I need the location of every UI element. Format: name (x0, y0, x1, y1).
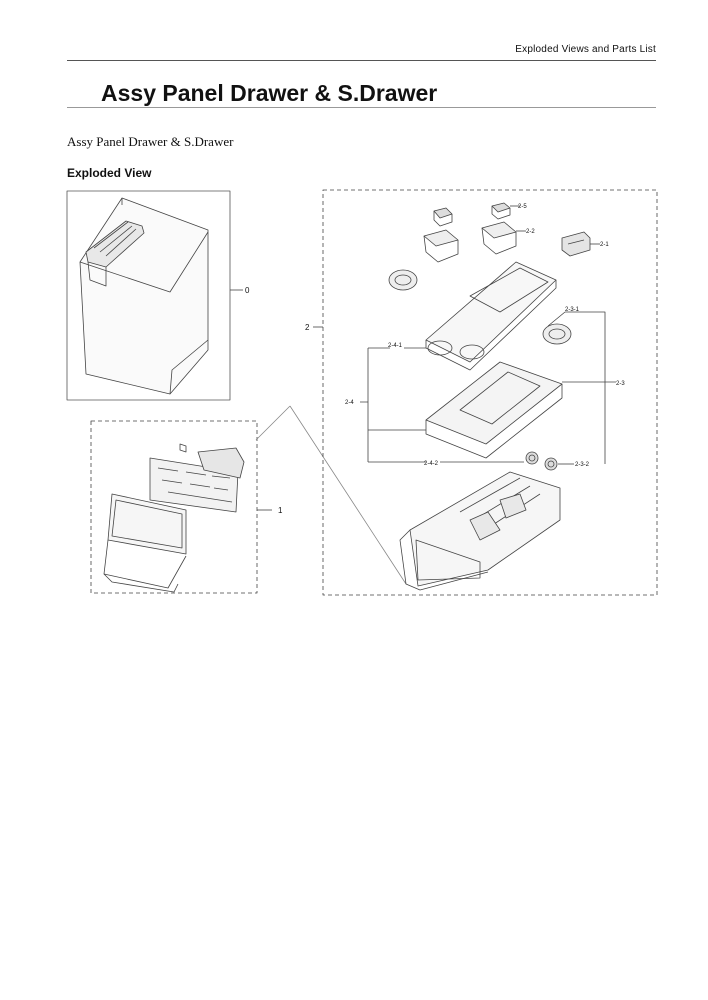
callout-2-4-1: 2-4-1 (388, 343, 403, 349)
section-title: Exploded View (67, 166, 152, 180)
callout-1: 1 (278, 506, 283, 515)
washer-cabinet (79, 197, 209, 395)
callout-2-1: 2-1 (600, 242, 609, 248)
callout-2-3: 2-3 (616, 381, 625, 387)
callout-2-4-2: 2-4-2 (424, 461, 439, 467)
part-2-3-1-cover (425, 261, 557, 371)
part-2-2-holder (423, 221, 517, 263)
siphon-cap-right (542, 323, 572, 345)
callout-2-2: 2-2 (526, 229, 535, 235)
callout-2-5: 2-5 (518, 204, 527, 210)
panel-drawer-assy (103, 443, 245, 593)
header-rule (67, 60, 656, 61)
callout-2-4: 2-4 (345, 400, 354, 406)
part-2-frame (322, 189, 658, 596)
drawer-body (399, 471, 561, 591)
callout-2-3-1: 2-3-1 (565, 307, 580, 313)
part-1-frame (90, 420, 258, 594)
part-0-frame (66, 190, 231, 401)
part-2-3-2-caps (525, 451, 558, 471)
siphon-cap-left (388, 269, 418, 291)
callout-2-3-2: 2-3-2 (575, 462, 590, 468)
part-2-1-clip (561, 231, 591, 257)
title-rule (67, 107, 656, 108)
page-title: Assy Panel Drawer & S.Drawer (101, 80, 438, 106)
part-2-5-button (433, 202, 511, 227)
header-section-label: Exploded Views and Parts List (515, 44, 656, 55)
page-subtitle: Assy Panel Drawer & S.Drawer (67, 134, 234, 149)
callout-2: 2 (305, 323, 310, 332)
part-2-3-tray (425, 361, 563, 459)
callout-0: 0 (245, 286, 250, 295)
